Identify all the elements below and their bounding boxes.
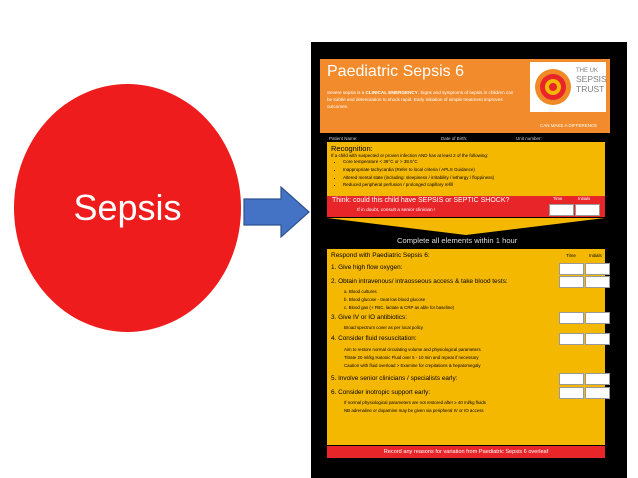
step-3: 3. Give IV or IO antibiotics:	[331, 314, 408, 321]
poster-title: Paediatric Sepsis 6	[327, 63, 464, 80]
respond-initials-label: Initials	[589, 253, 602, 258]
step-5: 5. Involve senior clinicians / specialis…	[331, 375, 458, 382]
poster-header: Paediatric Sepsis 6 Severe sepsis is a C…	[320, 59, 610, 133]
step-2-a: a. Blood cultures	[344, 289, 377, 294]
sepsis-label: Sepsis	[73, 187, 182, 228]
think-banner: Think: could this child have SEPSIS or S…	[327, 196, 605, 217]
think-time-cell[interactable]	[549, 204, 574, 216]
initials-cell[interactable]	[585, 276, 610, 288]
criteria-item: Reduced peripheral perfusion / prolonged…	[343, 181, 494, 189]
respond-title: Respond with Paediatric Sepsis 6:	[331, 252, 430, 259]
step-6-a: If normal physiological parameters are n…	[344, 400, 486, 405]
time-cell[interactable]	[559, 387, 584, 399]
time-cell[interactable]	[559, 263, 584, 275]
sunburst-logo-icon	[535, 69, 571, 105]
recognition-title: Recognition:	[331, 144, 373, 153]
criteria-item: Altered mental state (including: sleepin…	[343, 174, 494, 182]
step-6-b: NB adrenaline or dopamine may be given v…	[344, 408, 484, 413]
think-initials-cell[interactable]	[575, 204, 600, 216]
poster-intro: Severe sepsis is a CLINICAL EMERGENCY. S…	[327, 90, 514, 109]
recognition-box: Recognition: If a child with suspected o…	[327, 142, 605, 196]
bottom-chevron-icon	[327, 430, 605, 445]
step-1: 1. Give high flow oxygen:	[331, 264, 403, 271]
step-4: 4. Consider fluid resuscitation:	[331, 335, 417, 342]
time-cell[interactable]	[559, 333, 584, 345]
dob-label: Date of Birth:	[441, 136, 468, 141]
time-cell[interactable]	[559, 276, 584, 288]
initials-cell[interactable]	[585, 263, 610, 275]
initials-cell[interactable]	[585, 373, 610, 385]
right-arrow-icon	[243, 186, 310, 238]
recognition-criteria: Core temperature < 36°C or > 38.5°C Inap…	[333, 158, 494, 189]
step-2-b: b. Blood glucose - treat low blood gluco…	[344, 297, 426, 302]
step-2-c: c. Blood gas (+ FBC, lactate & CRP as ab…	[344, 305, 455, 310]
patient-name-label: Patient Name:	[329, 136, 358, 141]
footer-banner: Record any reasons for variation from Pa…	[327, 446, 605, 458]
think-initials-label: Initials	[578, 196, 591, 201]
step-4-a: Aim to restore normal circulating volume…	[344, 347, 481, 352]
think-time-label: Time	[553, 196, 563, 201]
criteria-item: Core temperature < 36°C or > 38.5°C	[343, 158, 494, 166]
recognition-subtitle: If a child with suspected or proven infe…	[331, 153, 489, 158]
sepsis-circle: Sepsis	[14, 84, 241, 332]
think-advice: If in doubt, consult a senior clinician …	[357, 208, 436, 213]
respond-time-label: Time	[566, 253, 576, 258]
step-3-a: Broad spectrum cover as per local policy	[344, 325, 424, 330]
time-cell[interactable]	[559, 312, 584, 324]
step-4-c: Caution with fluid overload > Examine fo…	[344, 363, 481, 368]
complete-heading: Complete all elements within 1 hour	[397, 236, 518, 245]
logo-tagline: CAN MAKE A DIFFERENCE	[540, 123, 598, 128]
respond-box: Respond with Paediatric Sepsis 6: Time I…	[327, 249, 610, 445]
unit-number-label: Unit number:	[516, 136, 542, 141]
step-6: 6. Consider inotropic support early:	[331, 389, 431, 396]
think-question: Think: could this child have SEPSIS or S…	[332, 197, 510, 204]
sepsis-poster: Paediatric Sepsis 6 Severe sepsis is a C…	[311, 42, 627, 478]
sepsis-trust-logo: THE UK SEPSIS TRUST	[530, 62, 607, 112]
initials-cell[interactable]	[585, 333, 610, 345]
criteria-item: Inappropriate tachycardia (Refer to loca…	[343, 166, 494, 174]
step-2: 2. Obtain intravenous/ intraosseous acce…	[331, 278, 508, 285]
down-chevron-icon	[327, 218, 605, 235]
initials-cell[interactable]	[585, 312, 610, 324]
time-cell[interactable]	[559, 373, 584, 385]
step-4-b: Titrate 20 ml/kg Isotonic Fluid over 5 -…	[344, 355, 479, 360]
initials-cell[interactable]	[585, 387, 610, 399]
